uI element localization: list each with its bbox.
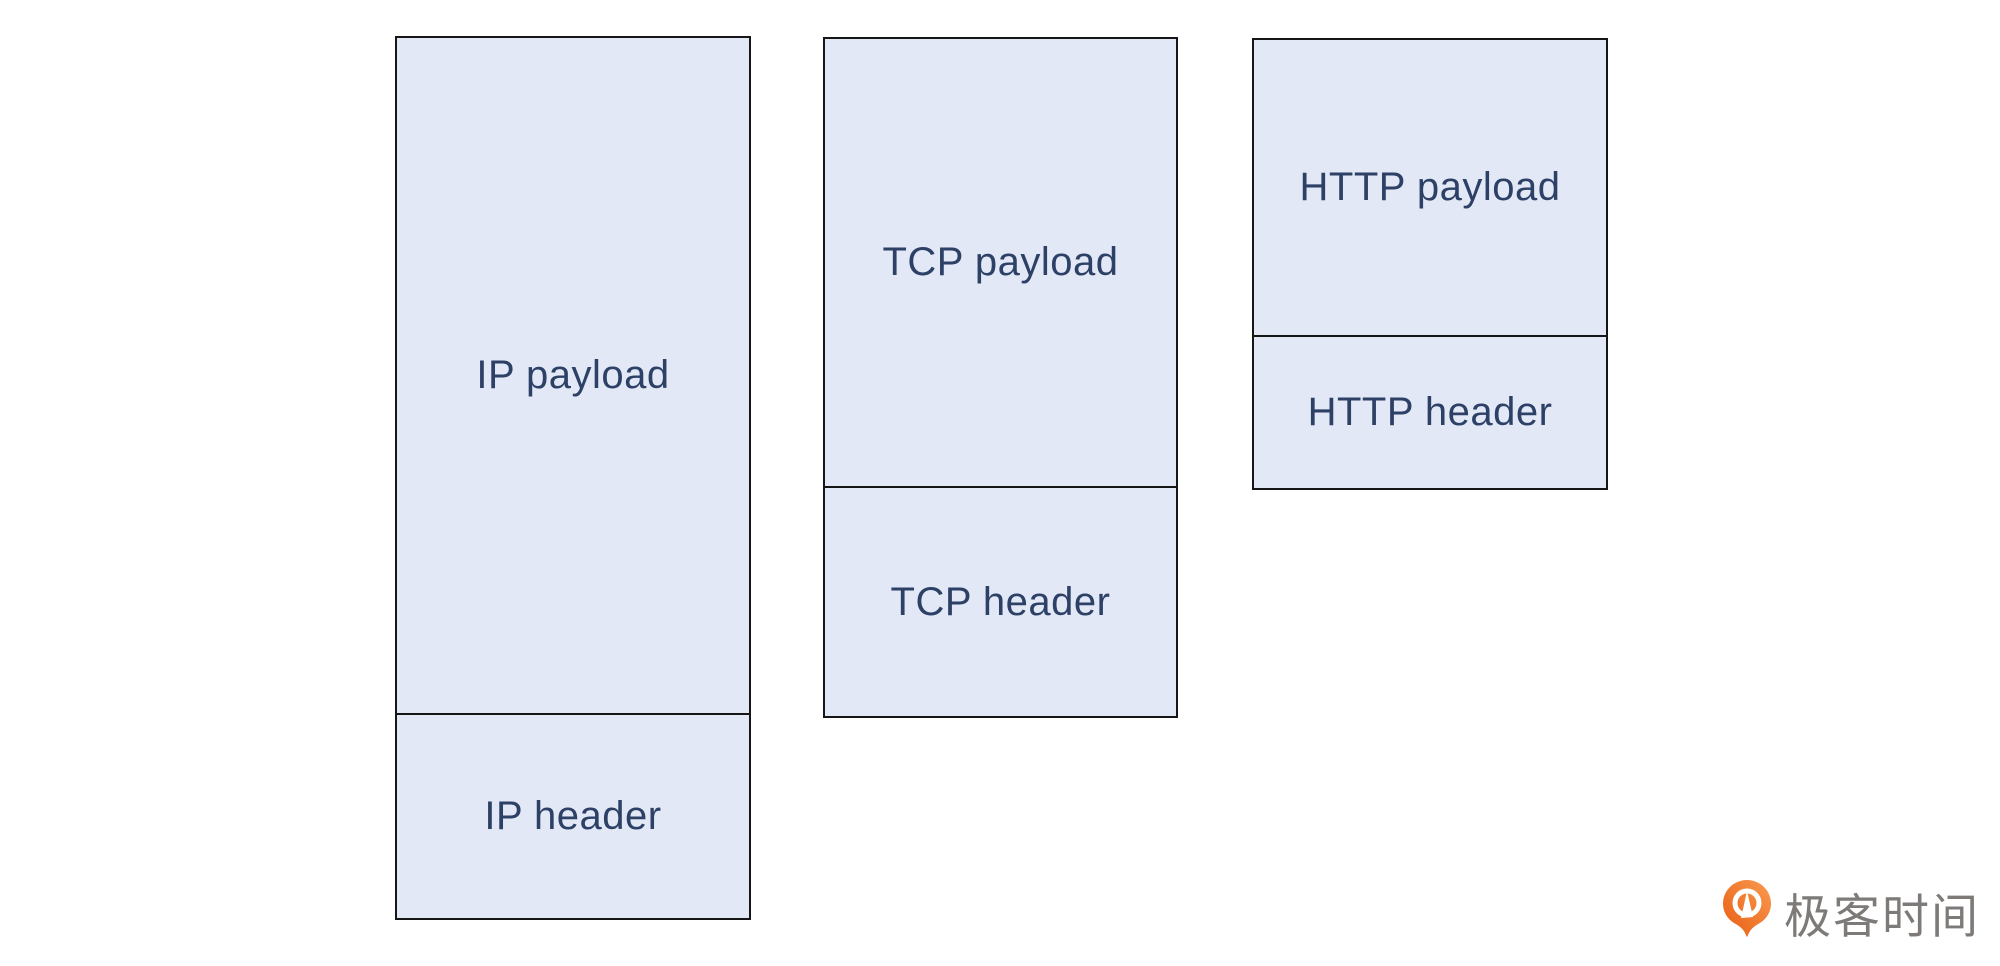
geektime-logo-text: 极客时间 <box>1784 890 1980 943</box>
ip-payload-box: IP payload <box>397 38 749 715</box>
http-payload-label: HTTP payload <box>1299 165 1561 209</box>
tcp-segment-column: TCP payload TCP header <box>823 37 1178 718</box>
ip-payload-label: IP payload <box>476 353 670 397</box>
geektime-pin-icon <box>1722 878 1772 947</box>
tcp-payload-box: TCP payload <box>825 39 1176 488</box>
ip-header-box: IP header <box>397 715 749 918</box>
tcp-header-box: TCP header <box>825 488 1176 716</box>
geektime-logo: 极客时间 <box>1722 878 1980 947</box>
ip-header-label: IP header <box>484 794 662 838</box>
http-message-column: HTTP payload HTTP header <box>1252 38 1608 490</box>
http-header-label: HTTP header <box>1307 390 1553 434</box>
http-header-box: HTTP header <box>1254 337 1606 488</box>
http-payload-box: HTTP payload <box>1254 40 1606 337</box>
tcp-payload-label: TCP payload <box>882 240 1119 284</box>
ip-packet-column: IP payload IP header <box>395 36 751 920</box>
tcp-header-label: TCP header <box>890 579 1111 624</box>
